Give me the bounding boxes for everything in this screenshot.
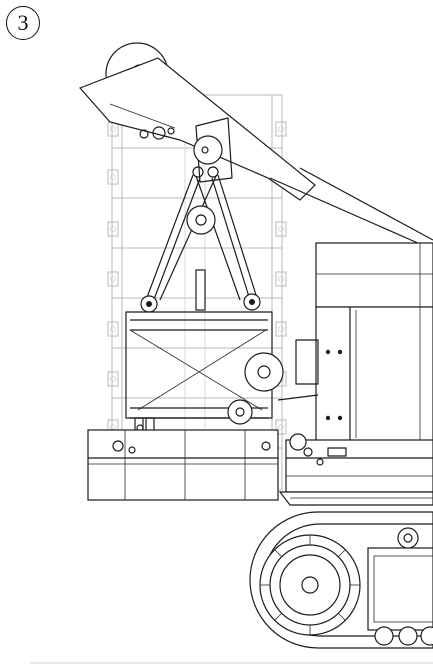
step-number-badge: 3: [6, 6, 40, 40]
cab-body: [277, 242, 433, 493]
slew-ring: [278, 491, 433, 506]
crawler-track: [249, 511, 433, 649]
boom-arm: [78, 42, 433, 245]
lift-linkage: [140, 135, 261, 313]
mast-frame: [125, 311, 284, 457]
base-block: [87, 429, 279, 501]
